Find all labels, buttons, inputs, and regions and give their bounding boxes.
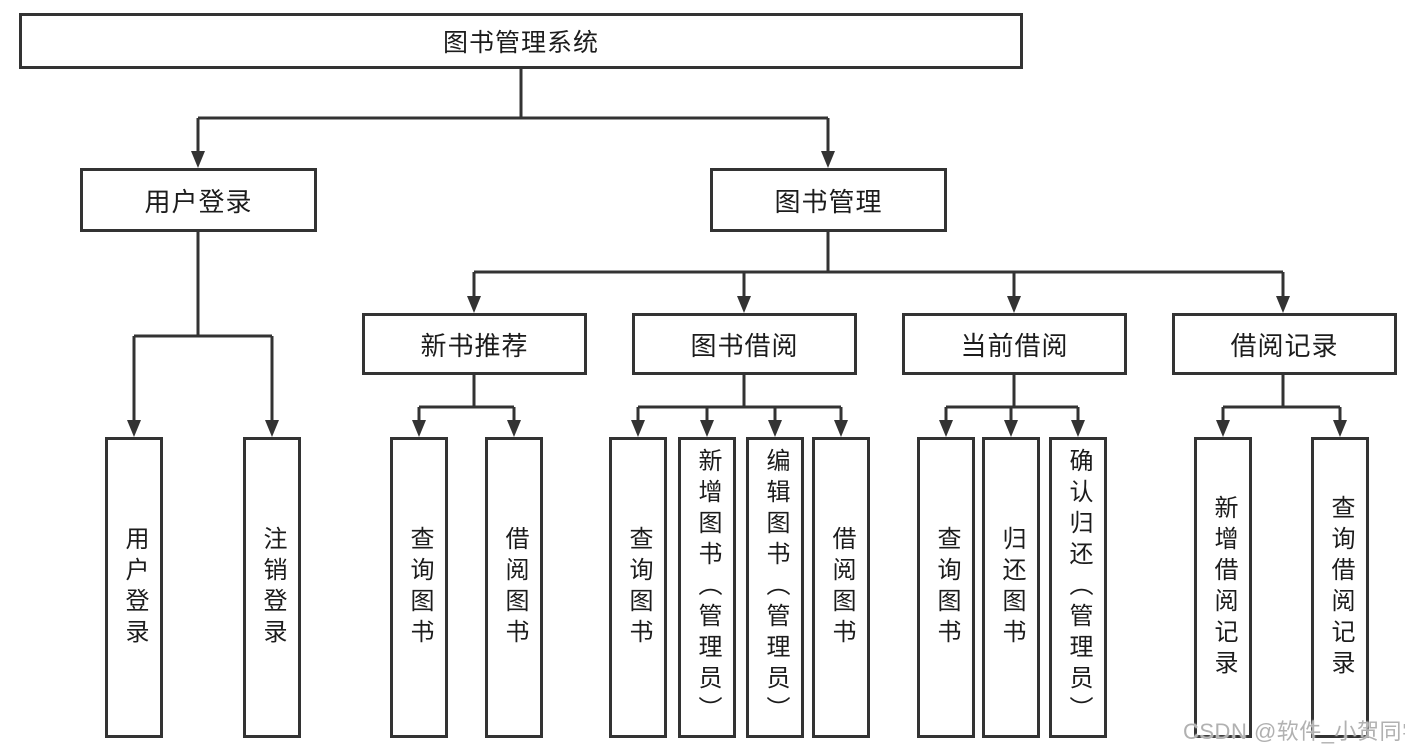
- arrow-icon: [191, 151, 205, 168]
- arrow-icon: [1007, 296, 1021, 313]
- node-edit-book-admin: 编辑图书（管理员）: [746, 437, 804, 738]
- node-borrowing-records: 借阅记录: [1172, 313, 1397, 375]
- arrow-icon: [1276, 296, 1290, 313]
- node-library-system: 图书管理系统: [19, 13, 1023, 69]
- node-query-books-recommend: 查询图书: [390, 437, 448, 738]
- node-add-borrow-record: 新增借阅记录: [1194, 437, 1252, 738]
- node-query-books-borrowing: 查询图书: [609, 437, 667, 738]
- node-label: 查询图书: [406, 525, 433, 650]
- node-user-login-module: 用户登录: [80, 168, 317, 232]
- csdn-watermark: CSDN @软件_小贺同学: [1183, 719, 1405, 744]
- node-label: 新增借阅记录: [1210, 494, 1237, 681]
- node-new-book-recommend: 新书推荐: [362, 313, 587, 375]
- arrow-icon: [412, 420, 426, 437]
- node-label: 编辑图书（管理员）: [762, 448, 789, 727]
- arrow-icon: [265, 420, 279, 437]
- node-label: 注销登录: [259, 525, 286, 650]
- tree-connector-path: [132, 68, 1342, 424]
- node-borrow-books-borrowing: 借阅图书: [812, 437, 870, 738]
- node-confirm-return-admin: 确认归还（管理员）: [1049, 437, 1107, 738]
- arrow-icon: [631, 420, 645, 437]
- node-current-borrowing: 当前借阅: [902, 313, 1127, 375]
- arrow-icon: [768, 420, 782, 437]
- node-add-book-admin: 新增图书（管理员）: [678, 437, 736, 738]
- node-borrow-books-recommend: 借阅图书: [485, 437, 543, 738]
- arrow-icon: [1216, 420, 1230, 437]
- arrow-icon: [939, 420, 953, 437]
- node-book-management: 图书管理: [710, 168, 947, 232]
- node-label: 查询借阅记录: [1327, 494, 1354, 681]
- arrow-icon: [700, 420, 714, 437]
- arrow-icon: [1004, 420, 1018, 437]
- node-label: 查询图书: [625, 525, 652, 650]
- arrow-icon: [1333, 420, 1347, 437]
- arrow-icon: [821, 151, 835, 168]
- node-label: 查询图书: [933, 525, 960, 650]
- node-book-borrowing: 图书借阅: [632, 313, 857, 375]
- arrow-icon: [467, 296, 481, 313]
- arrow-icon: [737, 296, 751, 313]
- node-label: 新增图书（管理员）: [694, 448, 721, 727]
- arrow-icon: [1071, 420, 1085, 437]
- node-label: 借阅图书: [501, 525, 528, 650]
- node-query-borrow-record: 查询借阅记录: [1311, 437, 1369, 738]
- node-label: 归还图书: [998, 525, 1025, 650]
- node-label: 借阅图书: [828, 525, 855, 650]
- node-return-books: 归还图书: [982, 437, 1040, 738]
- arrow-icon: [127, 420, 141, 437]
- arrow-icon: [834, 420, 848, 437]
- node-user-login-leaf: 用户登录: [105, 437, 163, 738]
- node-label: 用户登录: [121, 525, 148, 650]
- arrow-icon: [507, 420, 521, 437]
- node-logout-leaf: 注销登录: [243, 437, 301, 738]
- node-query-books-current: 查询图书: [917, 437, 975, 738]
- node-label: 确认归还（管理员）: [1065, 448, 1092, 727]
